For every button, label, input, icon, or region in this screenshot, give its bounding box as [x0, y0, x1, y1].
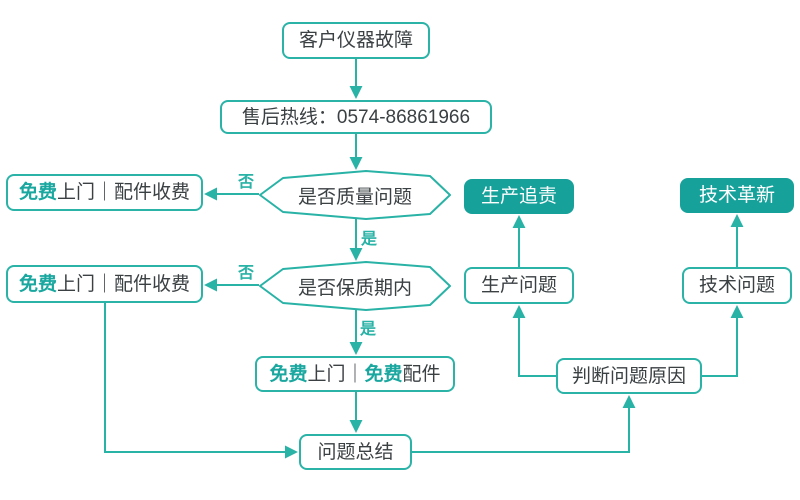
decision-warranty-shape	[259, 261, 451, 311]
node-label-highlight: 免费	[18, 273, 57, 295]
node-label: 生产问题	[480, 275, 557, 296]
node-tech-problem: 技术问题	[682, 267, 792, 304]
edge-paidparts2-to-summary	[104, 303, 298, 459]
node-problem-summary: 问题总结	[299, 434, 412, 470]
node-label: 生产追责	[480, 186, 557, 207]
node-label: 问题总结	[317, 441, 394, 463]
node-free-onsite-free-parts: 免费上门｜免费配件	[255, 356, 455, 392]
node-label-highlight: 免费	[269, 363, 308, 385]
node-label: 技术问题	[698, 275, 775, 296]
node-label: 售后热线：0574-86861966	[241, 106, 471, 128]
edge-judge-to-production-problem	[512, 305, 556, 377]
branch-label-warranty-yes: 是	[360, 321, 377, 338]
node-label: 上门｜	[307, 363, 365, 385]
node-judge-problem-cause: 判断问题原因	[556, 358, 702, 394]
node-production-problem: 生产问题	[464, 267, 574, 304]
branch-label-quality-no: 否	[238, 174, 255, 191]
node-free-onsite-paid-parts-1: 免费上门｜配件收费	[6, 174, 203, 211]
node-tech-innovation: 技术革新	[680, 178, 794, 213]
node-customer-instrument-failure: 客户仪器故障	[282, 22, 430, 59]
node-label-highlight: 免费	[364, 363, 403, 385]
decision-quality-shape	[259, 170, 451, 220]
branch-label-quality-yes: 是	[361, 231, 378, 248]
edge-judge-to-tech-problem	[702, 305, 744, 377]
node-production-accountability: 生产追责	[464, 179, 574, 214]
node-label: 上门｜配件收费	[57, 273, 191, 295]
node-aftersales-hotline: 售后热线：0574-86861966	[220, 100, 492, 134]
node-label: 技术革新	[698, 185, 775, 206]
node-label: 上门｜配件收费	[57, 182, 191, 203]
node-label: 判断问题原因	[571, 365, 686, 387]
node-label: 客户仪器故障	[298, 30, 413, 51]
node-label-highlight: 免费	[18, 182, 57, 203]
edge-summary-to-judge	[412, 395, 636, 453]
node-free-onsite-paid-parts-2: 免费上门｜配件收费	[6, 265, 203, 303]
branch-label-warranty-no: 否	[238, 265, 255, 282]
node-label: 配件	[402, 363, 441, 385]
